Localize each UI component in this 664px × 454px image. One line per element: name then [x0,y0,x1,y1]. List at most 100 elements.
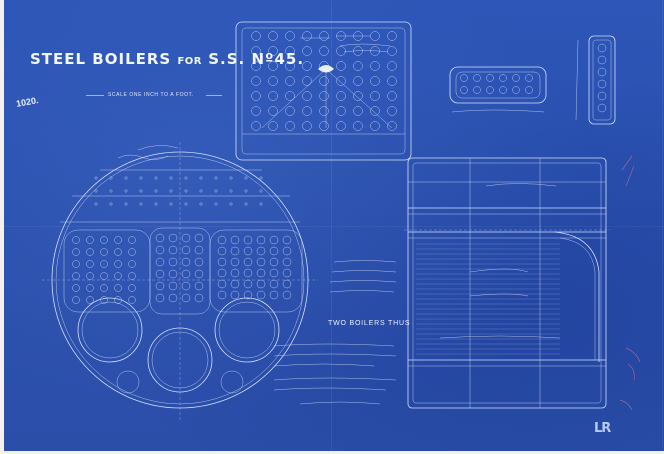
tube-hole [282,268,292,278]
top-tube-plate-view [235,21,412,161]
tube-hole [285,106,295,116]
tube-hole [251,31,261,41]
tube-hole [114,272,122,280]
tube-hole [230,235,240,245]
tube-hole [473,86,481,94]
tube-hole [460,74,468,82]
tube-hole [269,246,279,256]
tube-hole [168,257,178,267]
tube-hole [256,257,266,267]
tube-hole [512,74,520,82]
tube-hole [282,246,292,256]
tube-hole [336,76,346,86]
tube-hole [155,233,165,243]
tube-hole [256,290,266,300]
tube-hole [230,290,240,300]
tube-hole [256,246,266,256]
title-part-1: STEEL BOILERS [30,50,172,68]
tube-hole [387,76,397,86]
tube-hole [319,121,329,131]
tube-hole [217,290,227,300]
tube-hole [155,269,165,279]
tube-hole [525,74,533,82]
tube-hole [181,245,191,255]
tube-hole [597,79,607,89]
stay-rivet [94,176,98,180]
tube-hole [353,31,363,41]
tube-hole [597,55,607,65]
tube-hole [100,260,108,268]
tube-hole [194,245,204,255]
stay-rivet [229,176,233,180]
stay-rivet [109,189,113,193]
stay-rivet [109,202,113,206]
tube-hole [86,260,94,268]
scale-rule-right [206,95,222,96]
tube-hole [285,121,295,131]
tube-hole [251,121,261,131]
boiler-front-view [42,142,318,420]
tube-hole [243,279,253,289]
tube-hole [473,74,481,82]
tube-hole [460,86,468,94]
stay-rivet [199,202,203,206]
tube-hole [86,284,94,292]
tube-hole [100,296,108,304]
tube-hole [243,268,253,278]
tube-hole [72,260,80,268]
tube-hole [114,284,122,292]
tube-hole [128,284,136,292]
tube-hole [194,269,204,279]
boiler-longitudinal-section [404,157,610,409]
tube-hole [597,103,607,113]
tube-hole [370,106,380,116]
stay-rivet [124,202,128,206]
bottom-margin [0,451,664,454]
tube-hole [168,281,178,291]
tube-hole [319,46,329,56]
stay-rivet [184,189,188,193]
stay-plate-view [575,35,616,125]
tube-hole [387,121,397,131]
tube-hole [387,46,397,56]
left-margin [0,0,4,454]
tube-hole [251,61,261,71]
tube-hole [194,233,204,243]
tube-hole [251,91,261,101]
tube-hole [302,46,312,56]
tube-hole [387,61,397,71]
tube-hole [285,76,295,86]
tube-hole [353,91,363,101]
tube-hole [269,235,279,245]
handwritten-notes [273,155,641,411]
stay-rivet [124,189,128,193]
small-plate-view [449,66,547,113]
tube-hole [512,86,520,94]
tube-hole [268,46,278,56]
tube-hole [370,31,380,41]
tube-hole [268,106,278,116]
stay-rivet [154,176,158,180]
tube-hole [282,257,292,267]
tube-hole [285,61,295,71]
title-part-3: S.S. Nº45. [208,50,305,68]
tube-hole [525,86,533,94]
tube-hole [217,246,227,256]
tube-hole [128,260,136,268]
tube-hole [217,279,227,289]
tube-hole [353,46,363,56]
tube-hole [285,31,295,41]
tube-hole [353,121,363,131]
tube-hole [319,61,329,71]
tube-hole [486,74,494,82]
stay-rivet [139,176,143,180]
tube-hole [336,31,346,41]
tube-hole [86,272,94,280]
stay-rivet [139,189,143,193]
tube-hole [86,296,94,304]
tube-hole [181,293,191,303]
tube-hole [114,236,122,244]
tube-hole [268,121,278,131]
tube-hole [282,290,292,300]
stay-rivet [259,189,263,193]
